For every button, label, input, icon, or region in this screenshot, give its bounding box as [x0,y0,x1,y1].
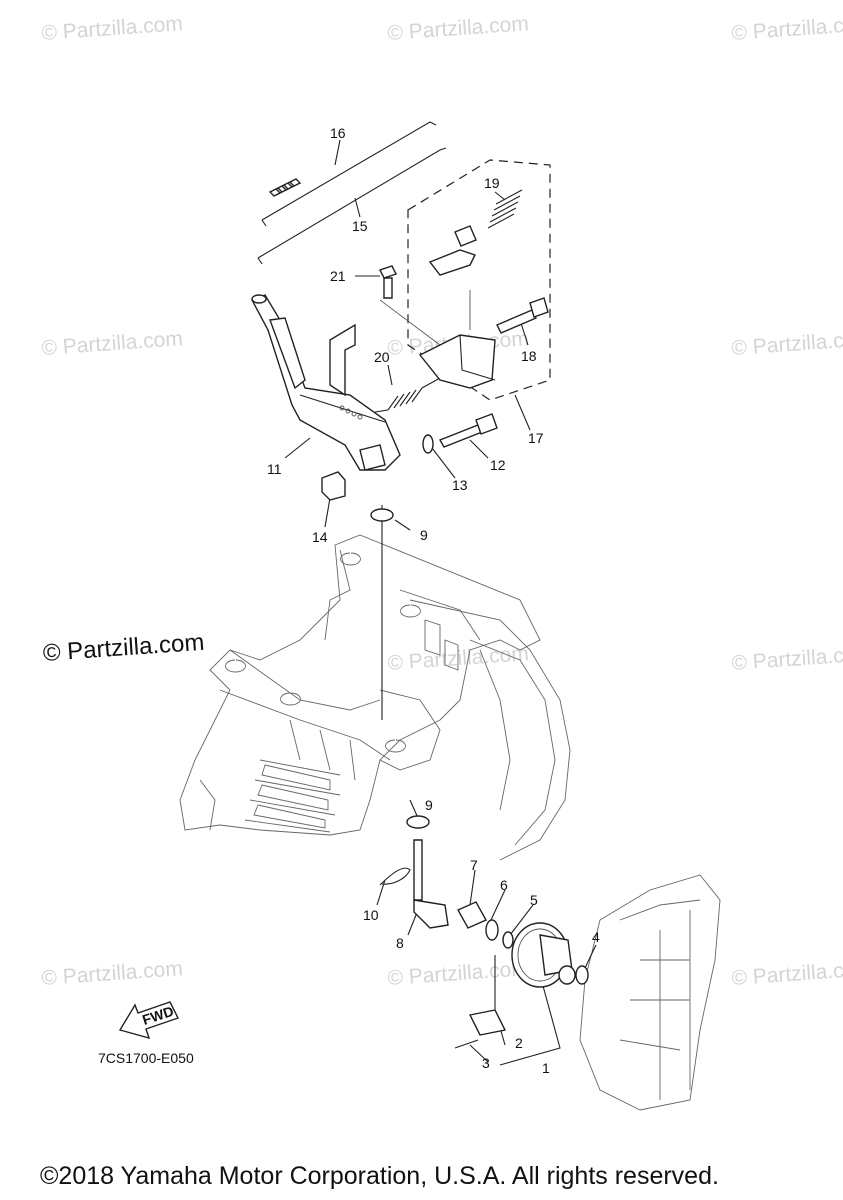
watermark: © Partzilla.com [731,642,843,675]
callout-10: 10 [363,907,379,923]
gear-1 [511,922,576,988]
watermark: © Partzilla.com [41,327,184,360]
washer-9-top [370,508,394,522]
watermark: © Partzilla.com [387,12,530,45]
shaft-8 [413,839,449,929]
rod-15 [257,147,447,265]
bracket-19 [428,249,476,276]
bolt-18 [496,297,549,334]
washer-6 [485,919,499,941]
washer-9-bottom [406,815,430,829]
callout-12: 12 [490,457,506,473]
washer-4 [575,965,589,985]
callout-14: 14 [312,529,328,545]
callout-7: 7 [470,857,478,873]
rod-16 [261,121,437,227]
bolt-12 [438,413,498,448]
watermark: © Partzilla.com [41,12,184,45]
callout-layer: 16 15 19 21 18 20 11 12 13 17 14 9 9 7 6… [267,125,600,1076]
assembly-17-outline [407,159,551,401]
pin-3 [454,1039,479,1049]
callout-15: 15 [352,218,368,234]
callout-21: 21 [330,268,346,284]
watermark: © Partzilla.com [41,957,184,990]
callout-3: 3 [482,1055,490,1071]
watermark-layer: © Partzilla.com © Partzilla.com © Partzi… [41,12,843,990]
callout-9a: 9 [420,527,428,543]
callout-6: 6 [500,877,508,893]
washer-13 [422,434,434,454]
washer-5 [502,931,514,949]
watermark: © Partzilla.com [731,957,843,990]
callout-1: 1 [542,1060,550,1076]
callout-8: 8 [396,935,404,951]
callout-13: 13 [452,477,468,493]
callout-9b: 9 [425,797,433,813]
plate-2 [468,1009,507,1036]
block-14 [321,471,346,501]
callout-19: 19 [484,175,500,191]
watermark: © Partzilla.com [387,957,530,990]
sleeve-7 [457,901,487,929]
callout-18: 18 [521,348,537,364]
callout-11: 11 [267,461,282,477]
diagram-code: 7CS1700-E050 [98,1050,194,1066]
clip-10 [379,867,411,886]
copyright-notice: ©2018 Yamaha Motor Corporation, U.S.A. A… [40,1162,719,1190]
bolt-21 [379,265,397,299]
fwd-arrow-icon: FWD [118,1001,179,1040]
callout-2: 2 [515,1035,523,1051]
spring-20 [387,387,423,411]
leader-lines [284,139,597,1066]
engine-housing [179,534,721,1111]
spring-19 [487,189,523,229]
callout-16: 16 [330,125,346,141]
watermark: © Partzilla.com [731,327,843,360]
callout-4: 4 [592,929,600,945]
callout-20: 20 [374,349,390,365]
callout-5: 5 [530,892,538,908]
watermark: © Partzilla.com [731,12,843,45]
callout-17: 17 [528,430,544,446]
lever-11 [251,294,401,471]
